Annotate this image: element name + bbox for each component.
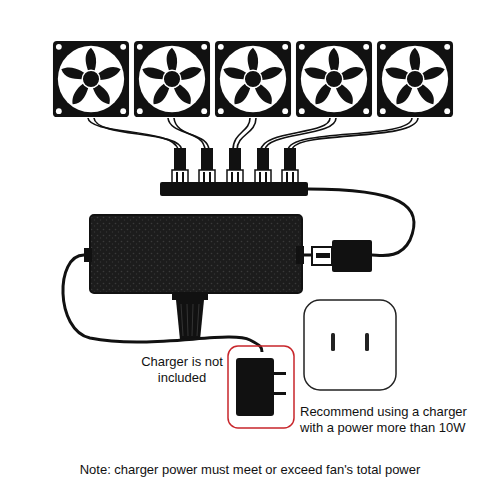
fans — [53, 41, 453, 117]
charger-cable — [63, 255, 262, 352]
splitter-hub — [160, 148, 308, 196]
charger — [228, 346, 294, 428]
wall-outlet — [304, 300, 396, 390]
usb-plug — [312, 240, 372, 272]
recommendation-note: Recommend using a charger with a power m… — [300, 404, 492, 437]
charger-note: Charger is not included — [140, 354, 224, 387]
fan-wires — [88, 118, 418, 150]
power-note: Note: charger power must meet or exceed … — [20, 462, 480, 478]
controller-box — [84, 215, 304, 340]
